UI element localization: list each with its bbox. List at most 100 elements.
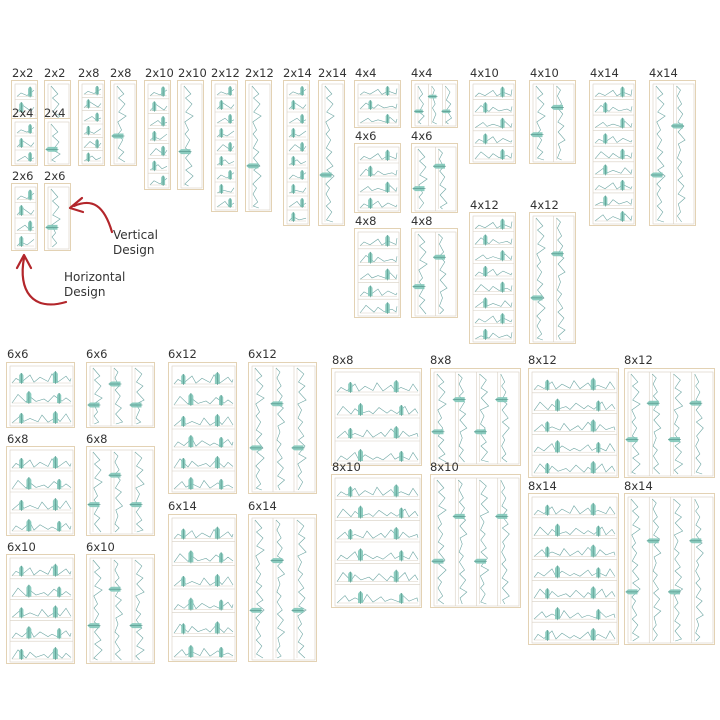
tree-icon	[620, 148, 625, 160]
mountain-line	[134, 451, 145, 533]
size-label: 2x14	[283, 66, 312, 80]
tree-icon	[500, 313, 505, 325]
tree-icon	[596, 609, 601, 621]
tree-icon	[57, 478, 62, 490]
mountain-line	[438, 233, 448, 315]
tree-icon	[646, 400, 660, 406]
tree-icon	[625, 437, 639, 443]
inner-border	[147, 83, 170, 189]
tree-icon	[300, 114, 304, 124]
tree-icon	[214, 372, 220, 385]
size-label: 2x8	[110, 66, 132, 80]
mountain-line	[359, 288, 398, 297]
tree-icon	[348, 528, 353, 540]
tree-icon	[530, 295, 544, 301]
horizontal-design-arrow	[21, 256, 68, 306]
mountain-line	[183, 85, 194, 187]
size-label: 2x4	[12, 106, 34, 120]
tree-icon	[483, 328, 488, 340]
tree-icon	[545, 379, 550, 391]
mountain-line	[594, 105, 633, 113]
mountain-line	[50, 123, 61, 163]
mountain-line	[336, 593, 419, 604]
tree-icon	[603, 195, 608, 207]
tree-icon	[555, 440, 560, 454]
size-label: 4x12	[470, 198, 499, 212]
horizontal-pattern	[589, 80, 636, 226]
tree-icon	[432, 163, 446, 169]
mountain-line	[474, 237, 513, 245]
tree-icon	[500, 218, 505, 230]
inner-border	[248, 83, 271, 211]
tree-icon	[152, 160, 157, 172]
mountain-line	[556, 85, 566, 161]
tree-icon	[87, 623, 101, 629]
vertical-pattern	[245, 80, 272, 212]
mountain-line	[673, 498, 684, 642]
mountain-line	[438, 148, 448, 210]
mountain-line	[652, 373, 662, 475]
tree-icon	[214, 574, 220, 587]
tree-icon	[545, 546, 550, 558]
vertical-pattern	[430, 474, 521, 608]
inner-border	[251, 365, 316, 493]
inner-border	[357, 231, 400, 317]
tree-icon	[188, 597, 194, 611]
mountain-line	[288, 216, 307, 222]
tree-icon	[108, 472, 122, 478]
inner-border	[14, 121, 37, 165]
tree-icon	[551, 251, 564, 257]
mountain-line	[113, 367, 124, 425]
mountain-line	[533, 443, 616, 453]
tree-icon	[412, 284, 426, 290]
mountain-line	[92, 367, 103, 425]
mountain-line	[216, 130, 235, 138]
tree-icon	[603, 133, 608, 145]
tree-icon	[545, 629, 550, 641]
mountain-line	[655, 85, 666, 223]
tree-icon	[590, 419, 596, 433]
tree-icon	[596, 442, 601, 454]
tree-icon	[181, 373, 186, 385]
tree-icon	[590, 461, 596, 474]
tree-icon	[188, 477, 194, 490]
mountain-line	[254, 367, 265, 491]
tree-icon	[86, 99, 91, 109]
tree-icon	[249, 445, 263, 451]
tree-icon	[555, 607, 560, 621]
tree-icon	[219, 436, 224, 448]
tree-icon	[19, 372, 24, 384]
mountain-line	[359, 254, 398, 263]
mountain-line	[173, 647, 234, 658]
tree-icon	[399, 550, 404, 562]
inner-border	[89, 365, 154, 427]
vertical-design-text: Vertical Design	[113, 228, 158, 257]
mountain-line	[296, 367, 307, 491]
horizontal-pattern	[168, 362, 237, 494]
tree-icon	[52, 411, 58, 424]
tree-icon	[228, 142, 232, 152]
tree-icon	[689, 400, 703, 406]
mountain-line	[417, 233, 428, 315]
tree-icon	[368, 285, 373, 298]
tree-icon	[228, 114, 232, 124]
mountain-line	[535, 217, 546, 341]
mountain-line	[436, 373, 447, 463]
tree-icon	[291, 128, 296, 138]
tree-icon	[358, 505, 363, 519]
tree-icon	[368, 197, 373, 209]
tree-icon	[19, 205, 24, 216]
tree-icon	[603, 102, 608, 114]
tree-icon	[19, 236, 24, 247]
tree-icon	[300, 142, 304, 152]
tree-icon	[219, 128, 224, 138]
mountain-line	[694, 498, 704, 642]
tree-icon	[620, 211, 625, 222]
mountain-line	[113, 559, 124, 661]
size-label: 6x8	[86, 432, 108, 446]
mountain-line	[359, 152, 398, 161]
horizontal-pattern	[469, 80, 516, 164]
tree-icon	[228, 170, 232, 180]
